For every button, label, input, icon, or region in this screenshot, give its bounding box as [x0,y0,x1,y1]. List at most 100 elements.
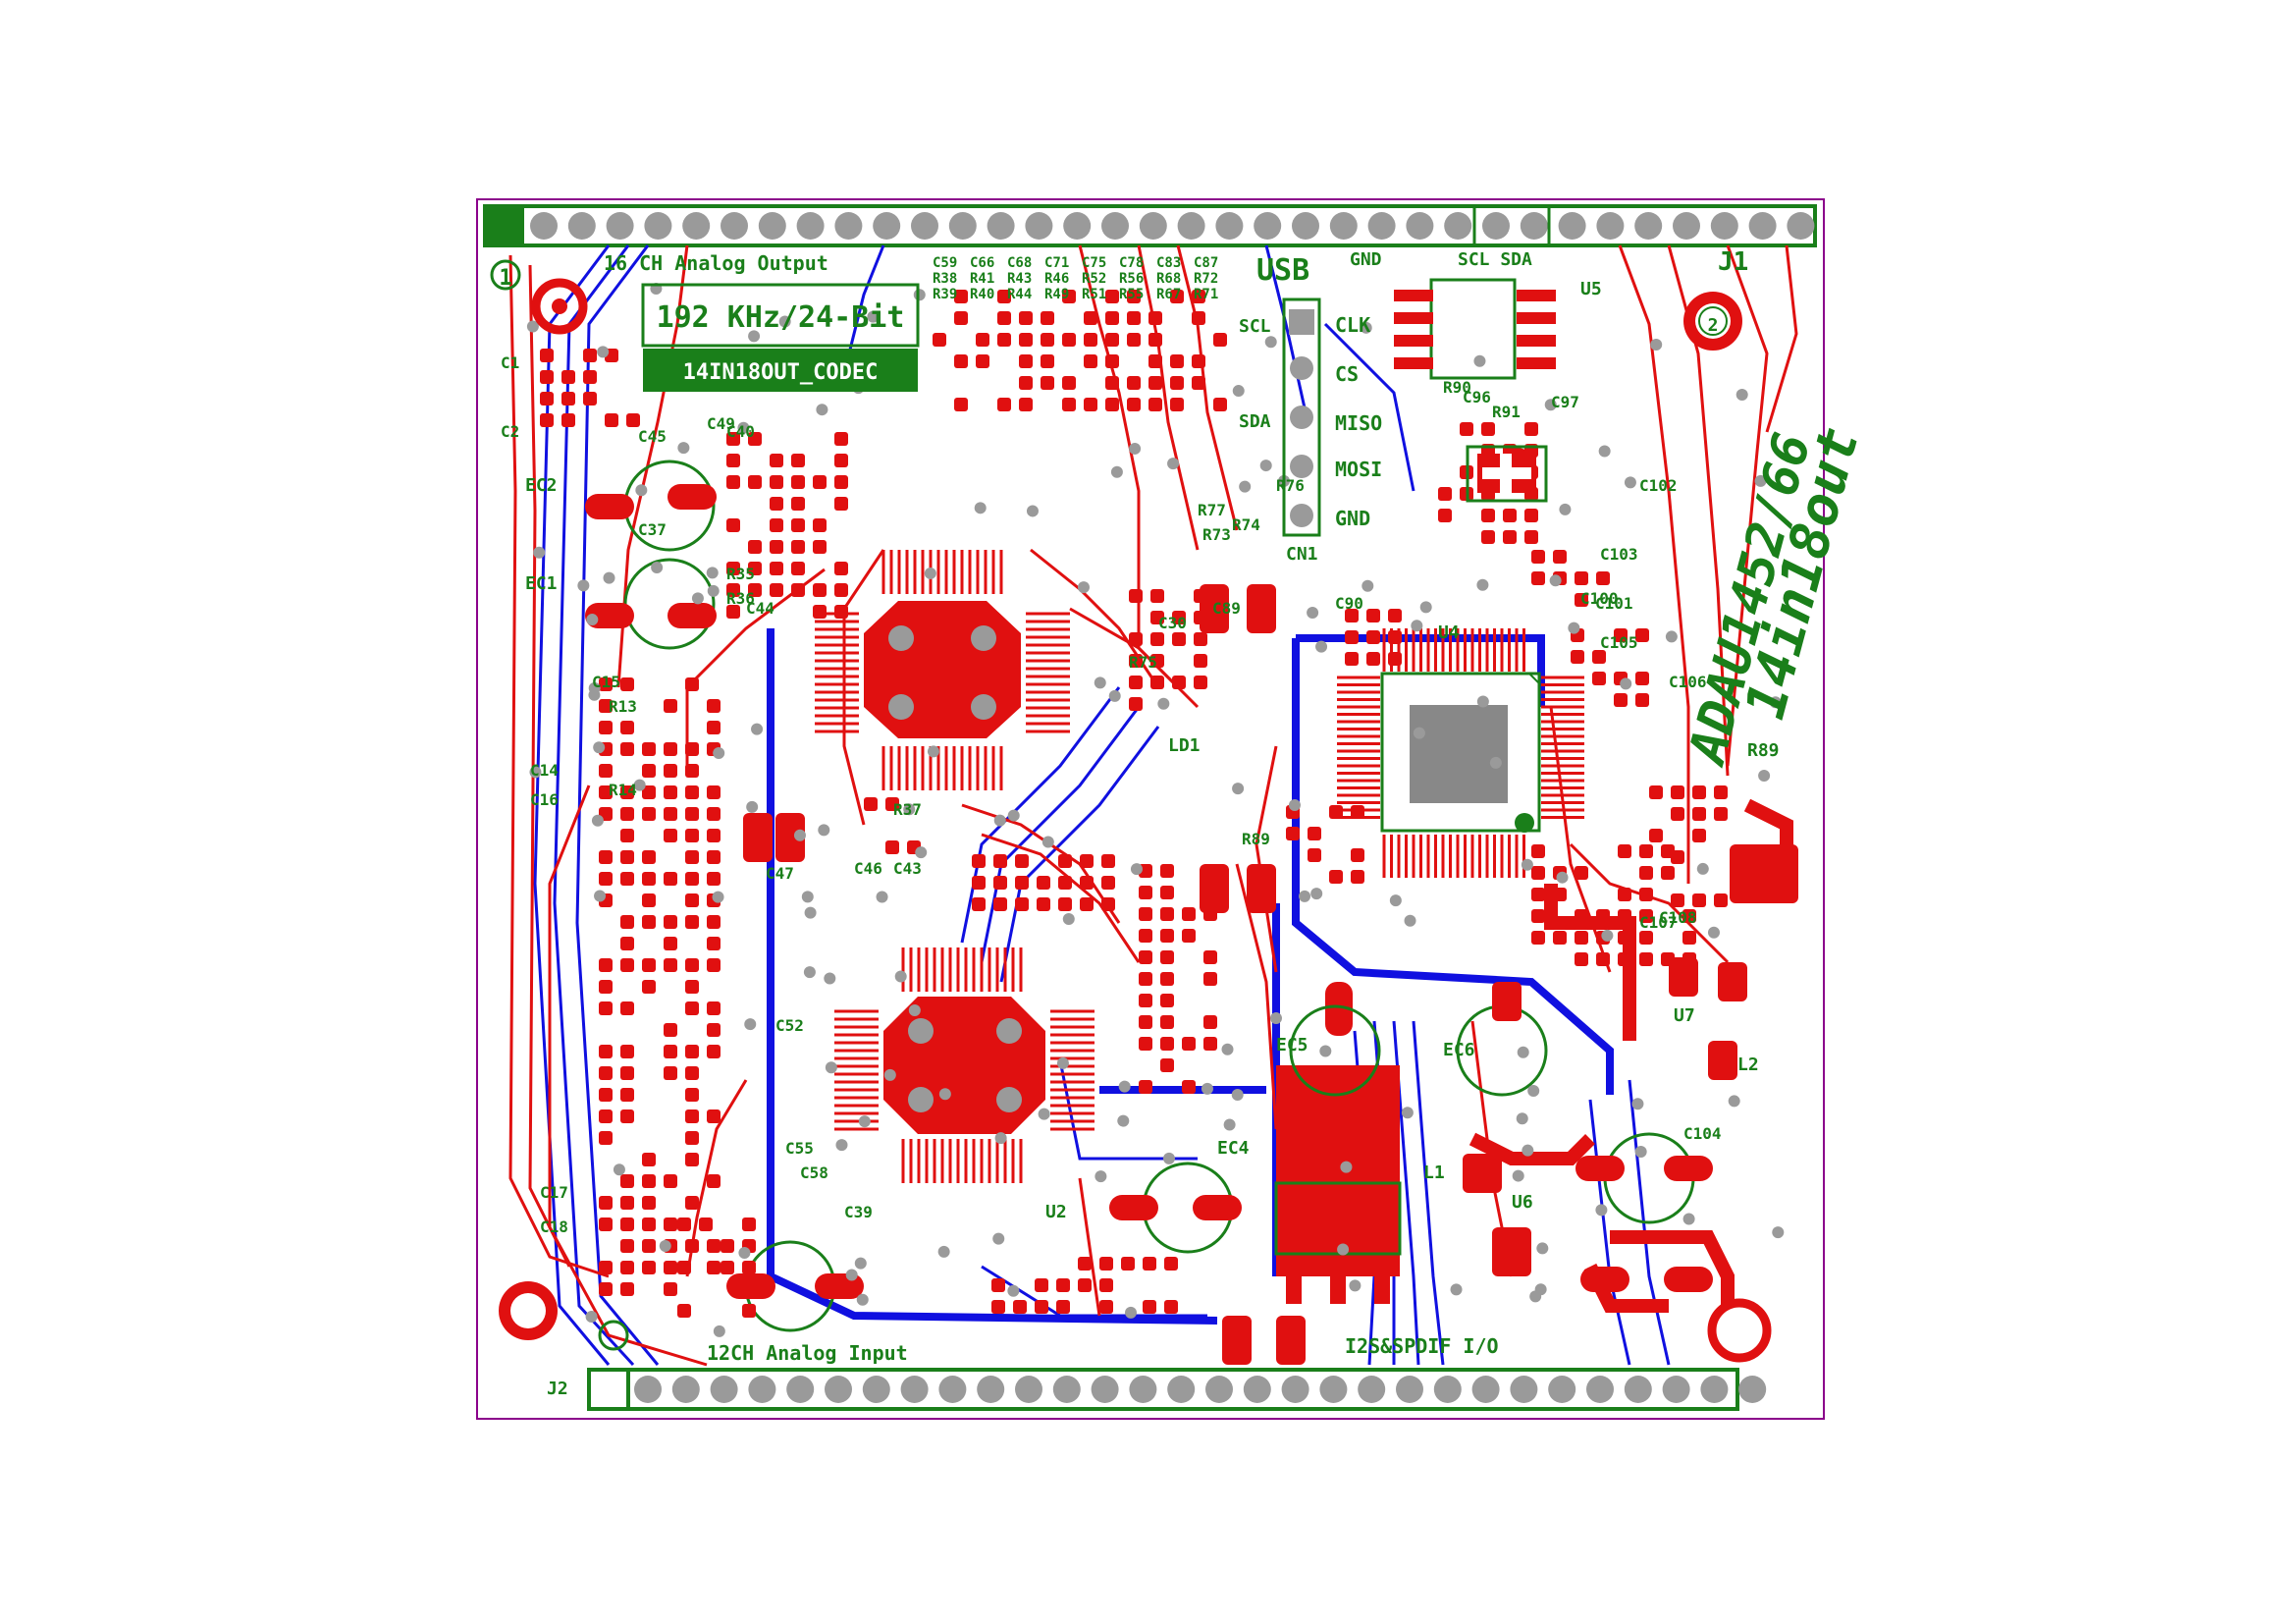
smd-pad [1366,652,1380,666]
bottom-header-j2 [587,1368,1767,1411]
smd-pad [599,677,613,691]
smd-pad [1213,333,1227,347]
via [1056,1056,1069,1069]
smd-pad [1129,697,1143,711]
via [937,1245,950,1258]
smd-pad-large [1247,584,1276,633]
smd-pad [770,454,783,467]
component-label: R77 [1198,501,1226,519]
smd-pad [1203,950,1217,964]
smd-pad [599,1261,613,1274]
component-label: C83 [1156,255,1181,271]
smd-pad [726,432,740,446]
via [1007,809,1020,822]
smd-pad [1143,1257,1156,1271]
smd-pad [1596,952,1610,966]
ic-label: U2 [1045,1202,1067,1222]
component-label: R68 [1156,271,1181,287]
via [691,592,704,605]
component-label: R37 [893,800,922,819]
smd-pad [1160,886,1174,899]
smd-pad [599,721,613,734]
smd-pad [1035,1278,1048,1292]
smd-pad [1192,376,1205,390]
smd-pad [1618,931,1631,945]
smd-pad [1160,950,1174,964]
smd-pad [1080,897,1094,911]
smd-pad [1345,609,1359,622]
via [803,966,816,979]
smd-pad [1121,1257,1135,1271]
header-pin [1254,212,1282,240]
smd-pad [1041,354,1054,368]
via [1516,1112,1528,1125]
smd-pad [707,915,721,929]
via [1349,1279,1362,1292]
smd-pad [1160,929,1174,943]
smd-pad-large [1247,864,1276,913]
via [1527,1085,1540,1097]
via [706,567,719,579]
smd-pad [642,1153,656,1166]
smd-pad [620,872,634,886]
header-pin [1433,1376,1462,1403]
crystal [1466,445,1548,503]
smd-pad [1058,876,1072,890]
component-label: C43 [893,859,922,878]
via [1307,607,1319,619]
header-pin [1596,212,1625,240]
component-label: R46 [1044,271,1069,287]
spi-pin-clk: CLK [1335,313,1370,337]
smd-pad [1503,530,1517,544]
smd-pad [707,699,721,713]
header-pin [567,212,596,240]
smd-pad [972,876,986,890]
smd-pad [1160,1037,1174,1051]
smd-pad [583,370,597,384]
smd-pad [699,1217,713,1231]
via [778,315,791,328]
header-pin [1167,1376,1196,1403]
via [1299,890,1311,902]
header-pin [748,1376,776,1403]
smd-pad [642,764,656,778]
smd-pad [993,854,1007,868]
component-label: R41 [970,271,994,287]
smd-pad [1635,693,1649,707]
via [1556,871,1569,884]
component-label: C97 [1551,393,1579,411]
smd-pad [540,349,554,362]
via [1758,770,1771,783]
smd-pad [1596,571,1610,585]
j1-label: J1 [1718,247,1748,277]
smd-pad [791,454,805,467]
via [746,800,759,813]
component-label: C102 [1639,476,1678,495]
via [603,571,615,584]
header-pin [1091,1376,1119,1403]
via [993,814,1006,827]
smd-pad [1388,630,1402,644]
via [816,404,828,416]
smd-pad [583,349,597,362]
header-pin [1281,1376,1309,1403]
via [1419,601,1432,614]
smd-pad [834,562,848,575]
smd-pad [791,540,805,554]
via [804,906,817,919]
via [1094,676,1106,689]
header-pin [1548,1376,1576,1403]
smd-pad [599,1217,613,1231]
smd-pad [685,893,699,907]
ic-label: EC5 [1276,1035,1308,1055]
component-labels: C1C2C37C15C17C18C14C16R13R14R35R36R37C44… [501,255,1780,1236]
smd-pad [1062,333,1076,347]
spi-pin-miso: MISO [1335,411,1382,435]
component-label: C66 [970,255,994,271]
via [992,1232,1005,1245]
smd-pad-large [1200,864,1229,913]
smd-pad [1099,1300,1113,1314]
smd-pad [1139,1015,1152,1029]
smd-pad [1037,876,1050,890]
bottom-io-label: I2S&SPDIF I/O [1345,1334,1499,1358]
